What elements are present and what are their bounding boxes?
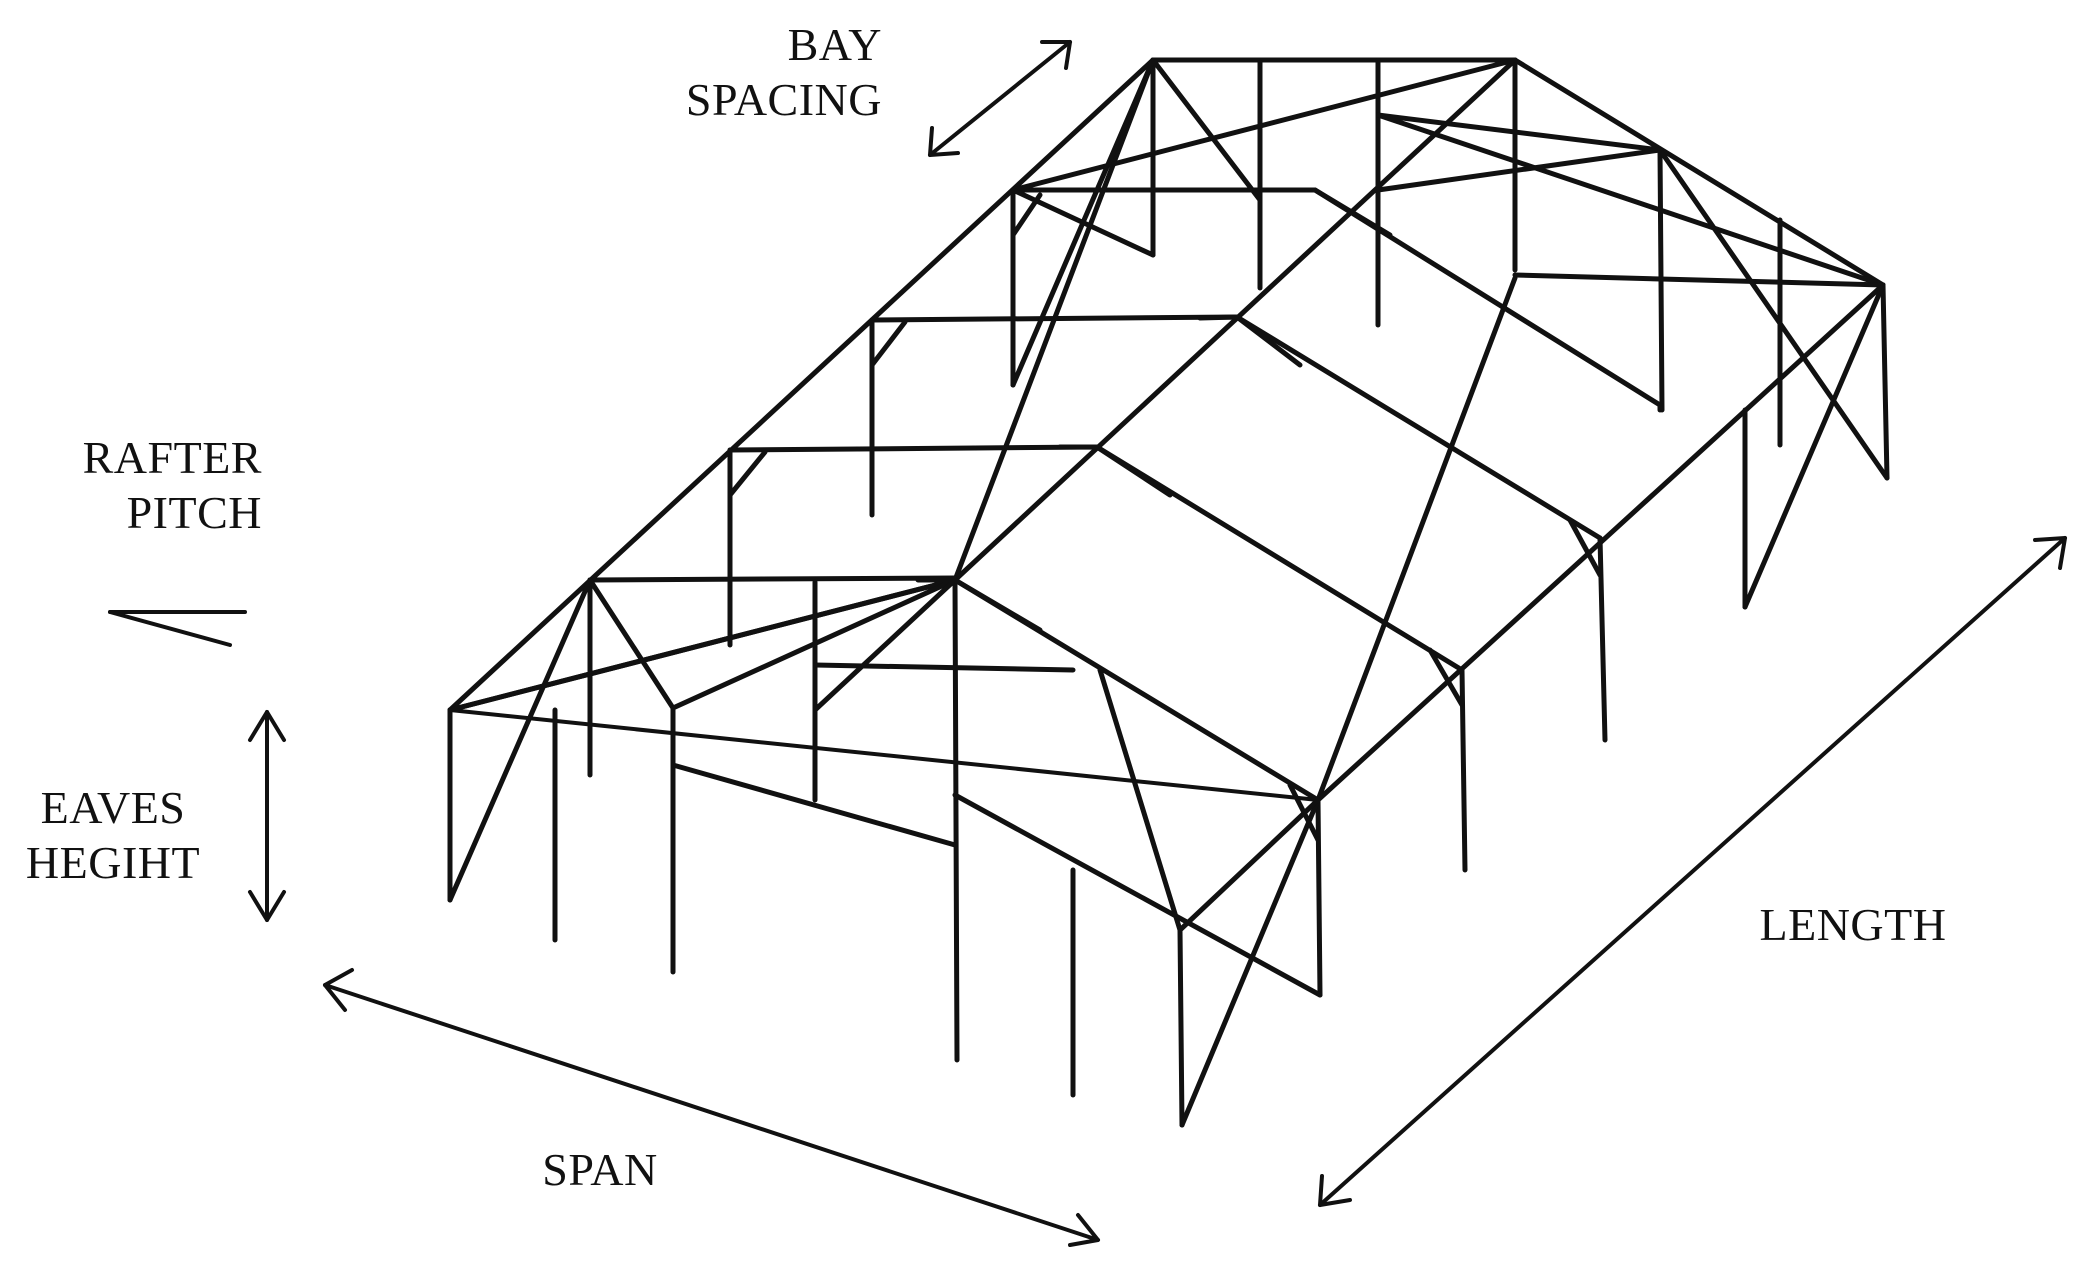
front-brace-4 [670, 577, 958, 711]
length-arrow [1318, 536, 2067, 1207]
right-wall-column-1 [1459, 667, 1468, 873]
haunch-2 [1277, 187, 1393, 238]
left-eaves-line [447, 57, 1156, 713]
front-tie [448, 708, 1320, 802]
haunch-5 [915, 577, 1043, 633]
knee-brace-1 [1010, 192, 1043, 238]
haunch-3 [1197, 314, 1303, 368]
rafter-pitch-icon [108, 610, 247, 647]
back-right-column [1880, 282, 1890, 481]
front-wall-column-4 [952, 577, 960, 1063]
frame-4-rafter [727, 444, 1465, 673]
dimension-labels: BAY SPACING RAFTER PITCH EAVES HEGIHT SP… [26, 19, 1947, 1195]
front-wall-column-6 [1177, 927, 1185, 1128]
rafter-pitch-label-line-1: RAFTER [83, 432, 262, 483]
right-wall-column-2 [1597, 535, 1608, 743]
span-label: SPAN [542, 1144, 657, 1195]
bay-spacing-arrow [928, 40, 1072, 157]
front-brace-7 [1097, 667, 1183, 933]
back-brace-1 [1010, 57, 1518, 193]
eaves-height-arrow [248, 710, 286, 922]
back-brace-6 [1375, 112, 1886, 288]
front-brace-6 [812, 577, 958, 713]
eaves-knee-4 [1427, 647, 1465, 708]
bay-spacing-label-line-2: SPACING [686, 74, 882, 125]
dimension-arrows [108, 40, 2067, 1247]
back-brace-3 [1150, 57, 1263, 203]
back-brace-7 [1512, 272, 1886, 288]
front-brace-5 [812, 662, 1076, 673]
knee-brace-2 [869, 319, 908, 368]
front-right-column [1315, 797, 1323, 998]
eaves-height-label-line-2: HEGIHT [26, 837, 200, 888]
frame-2-rafter [1010, 187, 1663, 408]
back-brace-8 [1657, 147, 1890, 481]
right-eaves-line [1315, 275, 1518, 803]
length-label: LENGTH [1760, 899, 1947, 950]
front-brace-8 [952, 792, 1323, 998]
eaves-height-label-line-1: EAVES [41, 782, 186, 833]
haunch-4 [1057, 444, 1173, 498]
front-brace-9 [1179, 797, 1321, 1128]
front-brace-10 [1177, 797, 1321, 933]
rafter-pitch-label-line-2: PITCH [127, 487, 262, 538]
front-girt [670, 762, 958, 848]
eaves-knee-3 [1567, 517, 1603, 578]
steel-frame-structure [447, 57, 1890, 1128]
knee-brace-3 [727, 449, 768, 498]
span-arrow [323, 968, 1100, 1247]
back-brace-10 [1375, 147, 1663, 193]
front-brace-1 [447, 577, 593, 903]
ridge-line [952, 57, 1518, 583]
frame-5-rafter-left [587, 575, 958, 583]
back-rafter-right [1512, 57, 1886, 288]
bay-spacing-label-line-1: BAY [788, 19, 882, 70]
front-brace-2 [587, 577, 676, 711]
back-brace-9 [1742, 282, 1886, 610]
eaves-knee-5 [1287, 782, 1321, 843]
back-brace-5 [1375, 112, 1663, 153]
front-brace-3 [447, 577, 958, 713]
